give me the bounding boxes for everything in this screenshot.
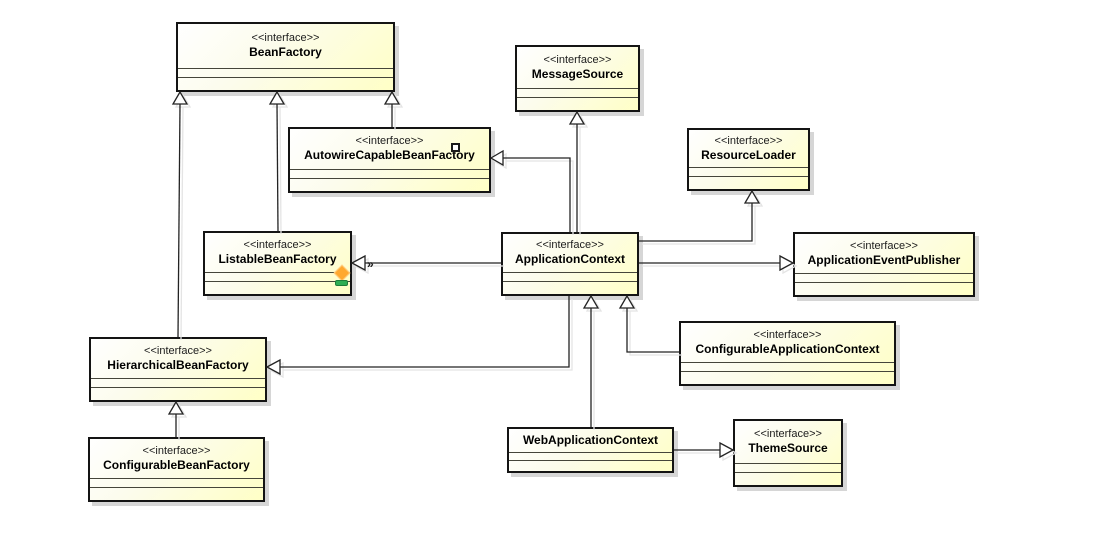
class-name: ResourceLoader — [701, 147, 796, 162]
node-title: <<interface>> ConfigurableBeanFactory — [90, 439, 263, 478]
node-application-event-publisher: <<interface>> ApplicationEventPublisher — [793, 232, 975, 297]
operations-compartment — [503, 281, 637, 294]
attributes-compartment — [735, 463, 841, 472]
stereotype-label: <<interface>> — [543, 53, 612, 66]
operations-compartment — [517, 97, 638, 110]
node-web-application-context: WebApplicationContext — [507, 427, 674, 473]
node-title: <<interface>> ApplicationEventPublisher — [795, 234, 973, 273]
node-bean-factory: <<interface>> BeanFactory — [176, 22, 395, 92]
stereotype-label: <<interface>> — [243, 238, 312, 251]
stereotype-label: <<interface>> — [144, 344, 212, 357]
stereotype-label: <<interface>> — [753, 328, 822, 341]
stereotype-label: <<interface>> — [850, 239, 918, 252]
class-name: ApplicationEventPublisher — [807, 252, 961, 267]
node-application-context: <<interface>> ApplicationContext — [501, 232, 639, 296]
edge-listablebeanfactory-to-beanfactory — [268, 90, 286, 232]
edge-webapplicationcontext-to-applicationcontext — [582, 294, 600, 427]
node-title: WebApplicationContext — [509, 429, 672, 452]
edge-applicationcontext-to-listablebeanfactory: » — [350, 254, 501, 272]
class-name: WebApplicationContext — [522, 432, 659, 447]
edge-guillemet-label: » — [367, 257, 374, 271]
stereotype-label: <<interface>> — [251, 32, 320, 45]
attributes-compartment — [689, 167, 808, 176]
class-name: HierarchicalBeanFactory — [107, 357, 249, 372]
attributes-compartment — [290, 169, 489, 178]
class-name: ConfigurableApplicationContext — [695, 341, 880, 356]
edge-applicationcontext-to-hierarchicalbeanfactory — [265, 296, 570, 376]
operations-compartment — [795, 282, 973, 295]
port-square-marker — [451, 143, 460, 152]
operations-compartment — [91, 387, 265, 400]
operations-compartment — [689, 176, 808, 189]
class-name: AutowireCapableBeanFactory — [304, 148, 475, 163]
edge-applicationcontext-to-resourceloader — [639, 189, 761, 242]
node-resource-loader: <<interface>> ResourceLoader — [687, 128, 810, 191]
class-name: MessageSource — [531, 66, 624, 81]
node-title: <<interface>> ResourceLoader — [689, 130, 808, 167]
node-message-source: <<interface>> MessageSource — [515, 45, 640, 112]
node-title: <<interface>> ConfigurableApplicationCon… — [681, 323, 894, 362]
node-title: <<interface>> BeanFactory — [178, 24, 393, 68]
class-name: ApplicationContext — [515, 252, 625, 267]
attributes-compartment — [517, 88, 638, 97]
stereotype-label: <<interface>> — [355, 135, 424, 148]
green-bar-marker — [335, 280, 348, 286]
attributes-compartment — [90, 478, 263, 487]
class-name: ConfigurableBeanFactory — [103, 457, 250, 472]
node-theme-source: <<interface>> ThemeSource — [733, 419, 843, 487]
operations-compartment — [290, 178, 489, 191]
class-name: BeanFactory — [249, 45, 322, 60]
edge-configurablebeanfactory-to-hierarchicalbeanfactory — [167, 400, 185, 437]
class-name: ListableBeanFactory — [218, 251, 337, 266]
node-title: <<interface>> HierarchicalBeanFactory — [91, 339, 265, 378]
edge-hierarchicalbeanfactory-to-beanfactory — [171, 90, 189, 338]
node-autowire-capable-bean-factory: <<interface>> AutowireCapableBeanFactory — [288, 127, 491, 193]
node-hierarchical-bean-factory: <<interface>> HierarchicalBeanFactory — [89, 337, 267, 402]
stereotype-label: <<interface>> — [754, 428, 822, 441]
operations-compartment — [681, 371, 894, 384]
class-name: ThemeSource — [748, 441, 828, 456]
stereotype-label: <<interface>> — [714, 134, 783, 147]
node-title: <<interface>> AutowireCapableBeanFactory — [290, 129, 489, 169]
operations-compartment — [178, 77, 393, 90]
operations-compartment — [205, 281, 350, 294]
operations-compartment — [509, 460, 672, 471]
node-configurable-application-context: <<interface>> ConfigurableApplicationCon… — [679, 321, 896, 386]
stereotype-label: <<interface>> — [536, 239, 604, 252]
attributes-compartment — [681, 362, 894, 371]
edge-applicationcontext-to-autowirecapablebeanfactory — [489, 149, 571, 232]
node-title: <<interface>> MessageSource — [517, 47, 638, 88]
node-title: <<interface>> ThemeSource — [735, 421, 841, 463]
edge-applicationcontext-to-applicationeventpublisher — [639, 254, 795, 272]
stereotype-label: <<interface>> — [142, 444, 211, 457]
attributes-compartment — [795, 273, 973, 282]
edge-webapplicationcontext-to-themesource — [674, 441, 735, 459]
edge-autowirecapablebeanfactory-to-beanfactory — [383, 90, 401, 127]
node-configurable-bean-factory: <<interface>> ConfigurableBeanFactory — [88, 437, 265, 502]
edge-applicationcontext-to-messagesource — [568, 110, 586, 232]
edge-configurableapplicationcontext-to-applicationcontext — [618, 294, 679, 353]
operations-compartment — [735, 472, 841, 485]
attributes-compartment — [509, 452, 672, 460]
node-title: <<interface>> ListableBeanFactory — [205, 233, 350, 272]
attributes-compartment — [205, 272, 350, 281]
attributes-compartment — [503, 272, 637, 281]
node-listable-bean-factory: <<interface>> ListableBeanFactory — [203, 231, 352, 296]
node-title: <<interface>> ApplicationContext — [503, 234, 637, 272]
attributes-compartment — [91, 378, 265, 387]
operations-compartment — [90, 487, 263, 500]
attributes-compartment — [178, 68, 393, 77]
